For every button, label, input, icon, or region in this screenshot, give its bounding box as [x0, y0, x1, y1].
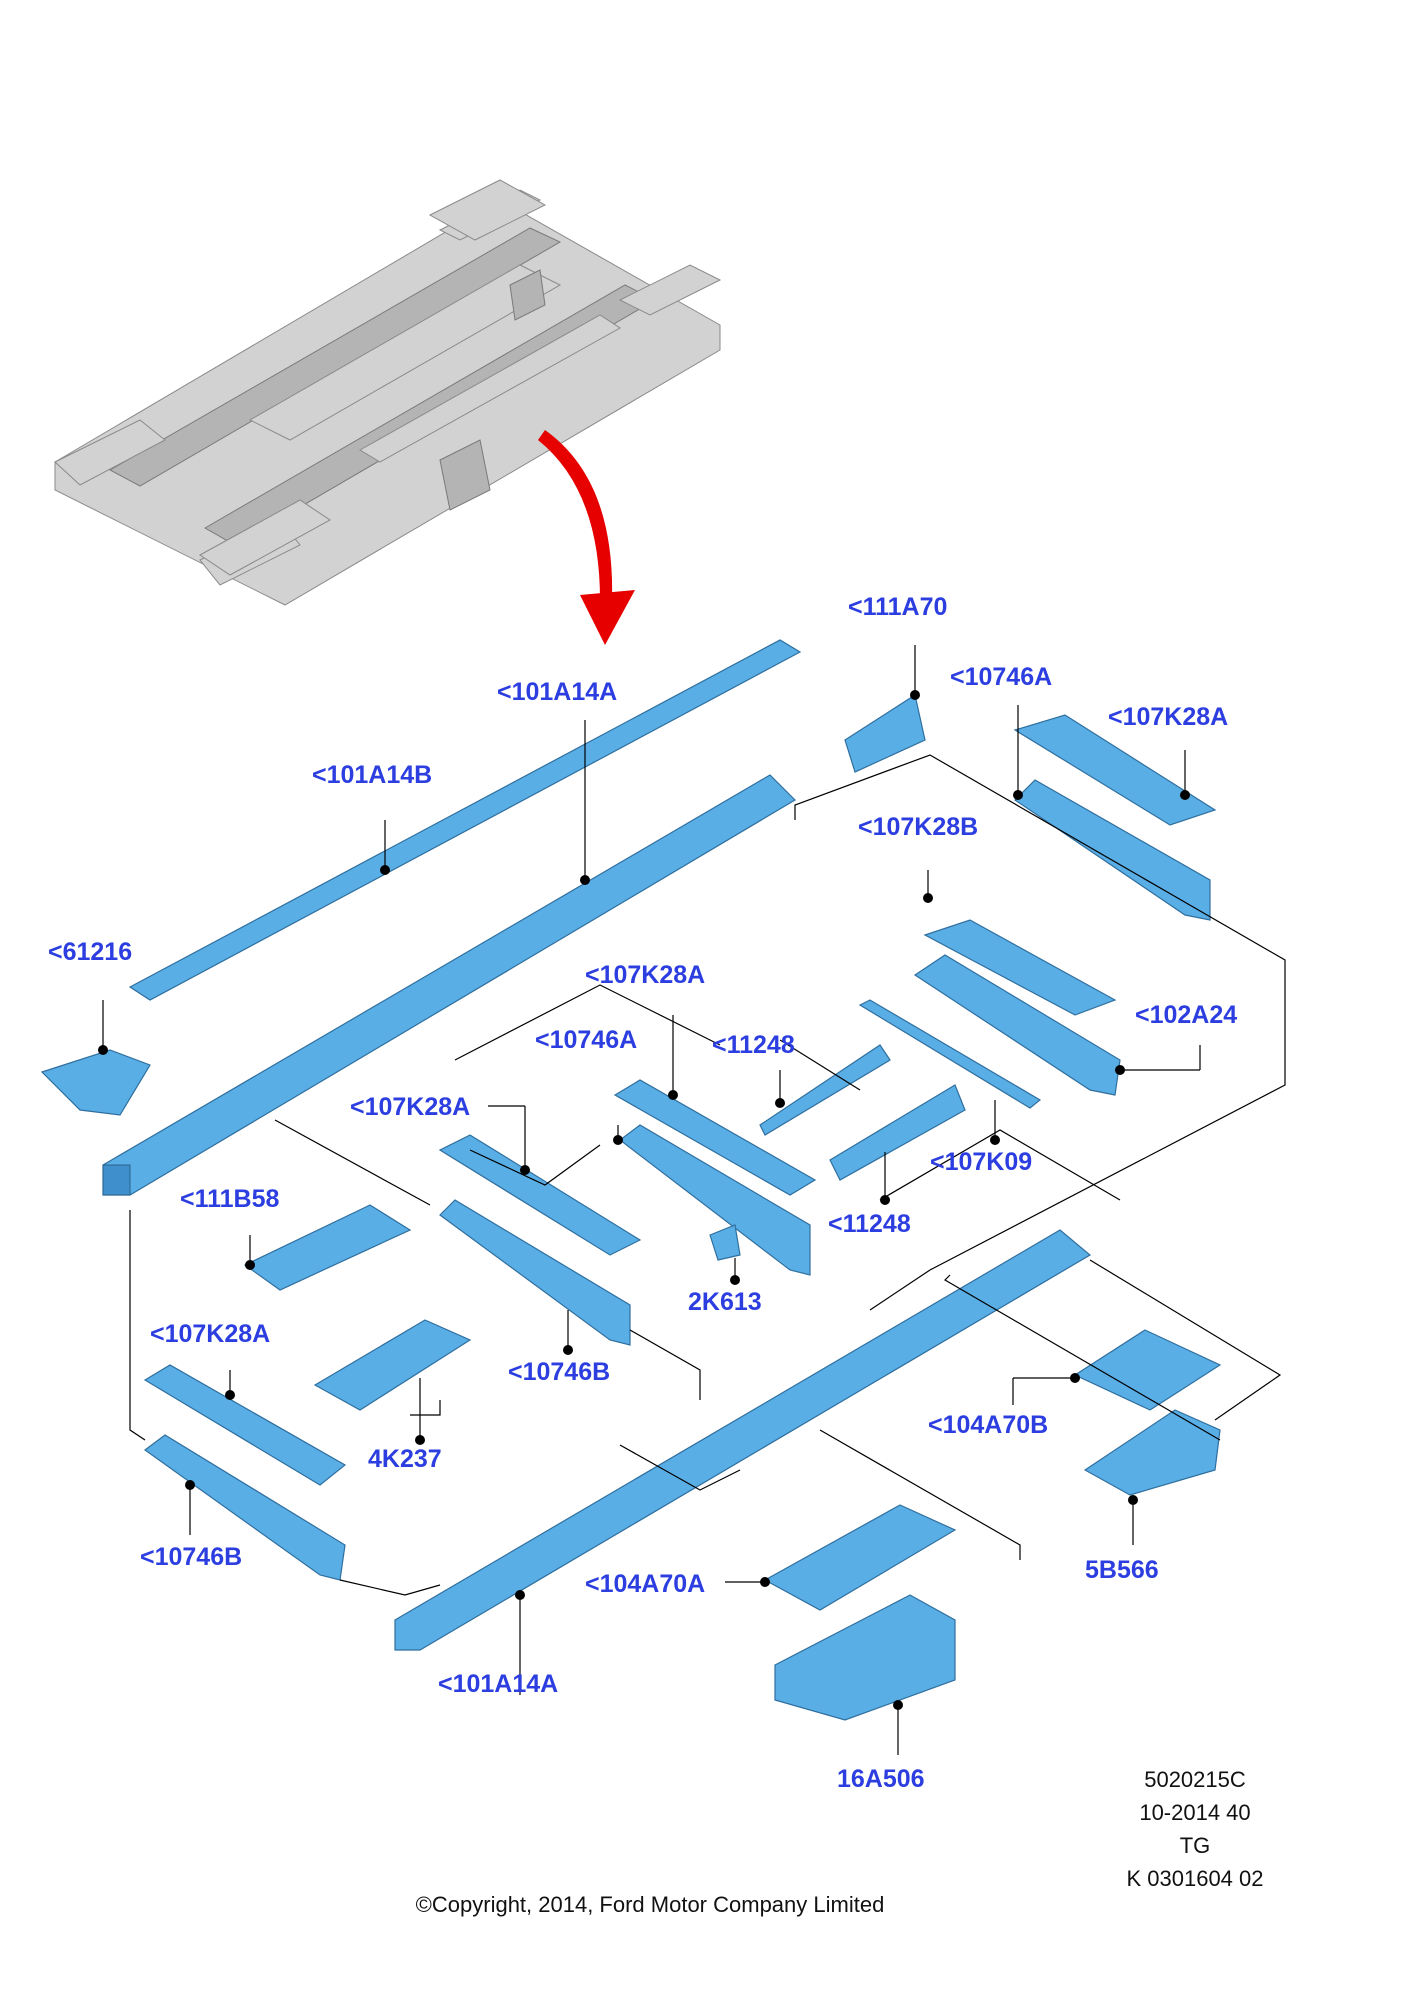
callout-10746B-lower-left: <10746B — [140, 1543, 242, 1571]
callout-10746B-center: <10746B — [508, 1358, 610, 1386]
callout-labels: <111A70 <101A14A <10746A <107K28A <101A1… — [48, 593, 1237, 1793]
rail-101A14A-lower — [394, 1229, 1092, 1651]
reference-code: 5020215C — [1144, 1767, 1246, 1792]
parts — [40, 639, 1222, 1721]
leader-lines — [98, 645, 1201, 1755]
callout-11248-upper: <11248 — [712, 1031, 795, 1059]
callout-107K28A-lower-left: <107K28A — [150, 1320, 270, 1348]
callout-61216: <61216 — [48, 938, 132, 966]
brace-4K237 — [313, 1319, 472, 1411]
callout-107K28A-top-right: <107K28A — [1108, 703, 1228, 731]
clip-2K613 — [709, 1224, 741, 1261]
red-arrow-icon — [538, 430, 635, 645]
chassis-overview-illustration — [54, 179, 722, 606]
callout-101A14A-bottom: <101A14A — [438, 1670, 558, 1698]
plate-61216 — [40, 1049, 151, 1116]
member-10746A-center — [619, 1124, 811, 1276]
bar-107K09 — [858, 999, 1042, 1109]
plate-111B58 — [243, 1204, 412, 1291]
callout-107K28A-left: <107K28A — [350, 1093, 470, 1121]
callout-107K28B: <107K28B — [858, 813, 978, 841]
callout-111A70: <111A70 — [848, 593, 947, 621]
member-10746B-center — [439, 1199, 631, 1346]
callout-104A70A: <104A70A — [585, 1570, 705, 1598]
callout-104A70B: <104A70B — [928, 1411, 1048, 1439]
copyright-notice: ©Copyright, 2014, Ford Motor Company Lim… — [416, 1892, 885, 1917]
rail-101A14B — [128, 639, 802, 1001]
assembly-outline — [129, 754, 1286, 1596]
bracket-11248-upper — [759, 1044, 891, 1136]
callout-107K09: <107K09 — [930, 1148, 1032, 1176]
panel-107K28A-lower-left — [143, 1364, 347, 1486]
callout-102A24: <102A24 — [1135, 1001, 1237, 1029]
callout-111B58: <111B58 — [180, 1185, 280, 1213]
panel-104A70B — [1073, 1329, 1222, 1411]
callout-11248-lower: <11248 — [828, 1210, 911, 1238]
callout-10746A-center: <10746A — [535, 1026, 637, 1054]
reference-block: 5020215C 10-2014 40 TG K 0301604 02 — [1126, 1767, 1263, 1891]
bracket-5B566 — [1083, 1409, 1221, 1496]
callout-10746A-top-right: <10746A — [950, 663, 1052, 691]
reference-model: TG — [1180, 1833, 1211, 1858]
callout-101A14A-top: <101A14A — [497, 678, 617, 706]
crossmember-16A506 — [774, 1594, 956, 1721]
callout-5B566: 5B566 — [1085, 1556, 1159, 1584]
member-10746A-top-right — [1014, 779, 1211, 921]
panel-107K28A-center — [613, 1079, 817, 1196]
crossmember-102A24 — [913, 954, 1121, 1096]
reference-date: 10-2014 40 — [1139, 1800, 1250, 1825]
callout-107K28A-mid: <107K28A — [585, 961, 705, 989]
callout-101A14B: <101A14B — [312, 761, 432, 789]
member-10746B-lower-left — [143, 1434, 346, 1581]
panel-104A70A — [763, 1504, 957, 1611]
bracket-11248-lower — [829, 1084, 966, 1181]
callout-2K613: 2K613 — [688, 1288, 762, 1316]
callout-16A506: 16A506 — [837, 1765, 925, 1793]
panel-107K28B — [923, 919, 1117, 1016]
reference-number: K 0301604 02 — [1126, 1866, 1263, 1891]
panel-107K28A-top-right — [1013, 714, 1217, 826]
panel-107K28A-left — [438, 1134, 642, 1256]
bracket-111A70 — [844, 694, 926, 773]
callout-4K237: 4K237 — [368, 1445, 442, 1473]
